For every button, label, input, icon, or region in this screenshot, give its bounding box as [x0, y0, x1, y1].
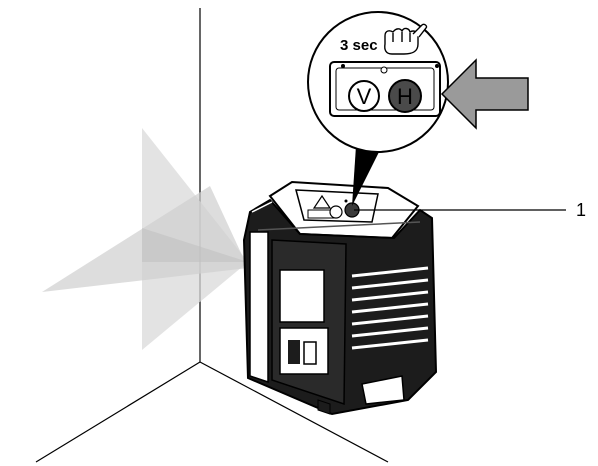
h-button[interactable]: H: [389, 80, 421, 112]
laser-level-device: [244, 182, 436, 414]
push-arrow-icon: [442, 60, 528, 128]
callout-circle: 3 sec V H: [308, 12, 448, 152]
front-window: [280, 270, 324, 322]
svg-text:V: V: [357, 84, 372, 109]
hold-time-label: 3 sec: [340, 37, 378, 54]
v-button[interactable]: V: [349, 81, 379, 111]
svg-text:H: H: [397, 84, 413, 109]
laser-window: [250, 232, 268, 382]
reference-number: 1: [576, 200, 586, 220]
v-button-small: [330, 206, 342, 218]
